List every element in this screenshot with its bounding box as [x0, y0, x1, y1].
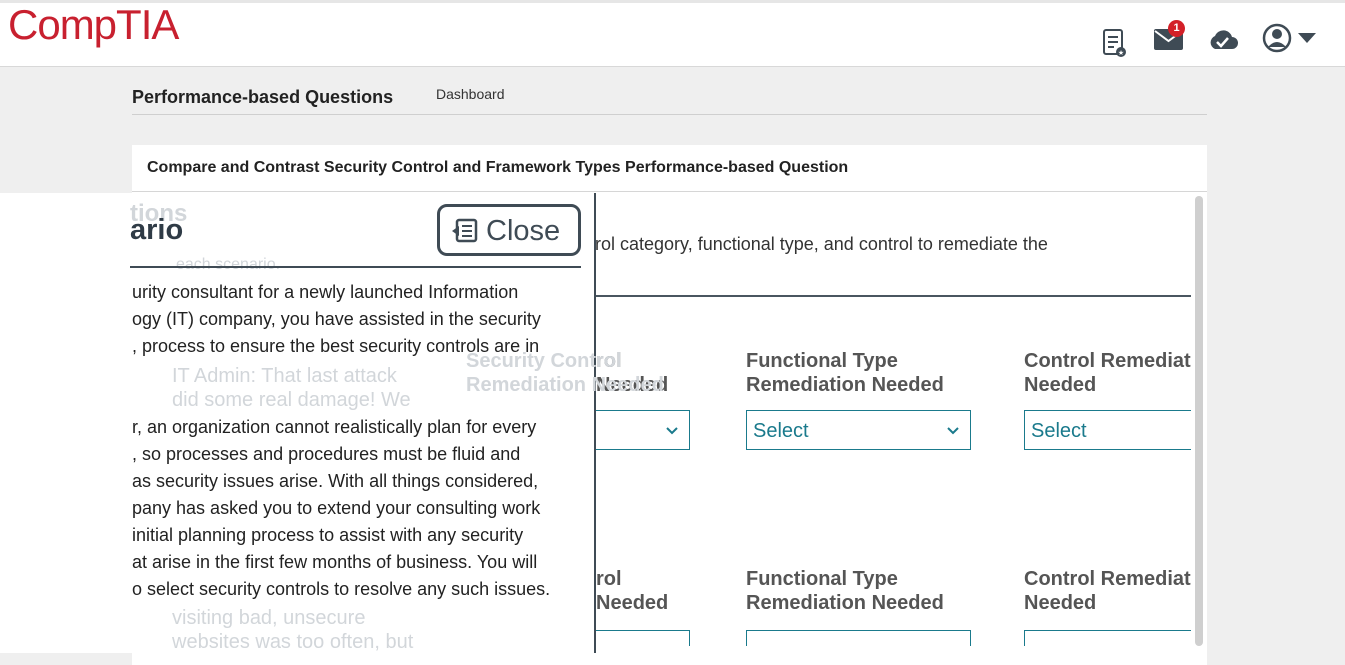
heading-line: Remediation Needed [746, 592, 944, 614]
scenario-line: , so processes and procedures must be fl… [132, 444, 521, 464]
divider [596, 295, 1191, 297]
cloud-check-icon[interactable] [1207, 27, 1239, 51]
scenario-line: o select security controls to resolve an… [132, 579, 551, 599]
scenario-line: r, an organization cannot realistically … [132, 417, 537, 437]
heading-line: Remediation Needed [746, 374, 944, 396]
row2-col2-heading: Functional Type Remediation Needed [746, 567, 944, 615]
breadcrumb: Performance-based Questions Dashboard [132, 80, 1207, 115]
ghost-line: did some real damage! We [172, 389, 411, 411]
scenario-line: initial planning process to assist with … [132, 525, 524, 545]
row1-control-select[interactable]: Select [1024, 410, 1191, 450]
scenario-panel [0, 193, 596, 653]
ghost-line: IT Admin: That last attack [172, 365, 397, 387]
select-value: Select [753, 420, 809, 442]
ghost-line: websites was too often, but [172, 631, 414, 653]
svg-text:★: ★ [1118, 49, 1124, 57]
row2-col1-heading: rol Needed [596, 567, 668, 615]
scenario-paragraph-1: urity consultant for a newly launched In… [132, 279, 541, 360]
row2-col3-heading: Control Remediat Needed [1024, 567, 1191, 615]
top-bar: CompTIA® ★ 1 [0, 0, 1345, 67]
question-title: Compare and Contrast Security Control an… [147, 159, 849, 176]
comptia-logo[interactable]: CompTIA® [8, 0, 186, 49]
scenario-title: ario [130, 214, 184, 246]
user-icon[interactable] [1262, 23, 1292, 53]
question-header: Compare and Contrast Security Control an… [132, 145, 1207, 192]
heading-line: rol [596, 350, 622, 372]
scenario-line: at arise in the first few months of busi… [132, 552, 538, 572]
ghost-dialog: IT Admin: That last attack did some real… [172, 364, 411, 412]
heading-line: Needed [1024, 592, 1097, 614]
row1-col2-heading: Functional Type Remediation Needed [746, 349, 944, 397]
scenario-line: , process to ensure the best security co… [132, 336, 540, 356]
logo-text: CompTIA [8, 1, 179, 48]
chevron-down-icon [666, 427, 678, 435]
close-panel-icon [452, 218, 478, 243]
mail-badge: 1 [1168, 20, 1185, 37]
scenario-line: ogy (IT) company, you have assisted in t… [132, 309, 541, 329]
ghost-line: Remediation Needed [466, 374, 664, 396]
close-button[interactable]: Close [437, 204, 581, 256]
scenario-line: urity consultant for a newly launched In… [132, 282, 519, 302]
heading-line: Needed [596, 592, 669, 614]
row2-category-select[interactable] [596, 630, 690, 646]
heading-line: Control Remediat [1024, 568, 1191, 590]
row1-functional-type-select[interactable]: Select [746, 410, 971, 450]
ghost-heading: tions [130, 200, 188, 227]
row1-col1-heading: rol Needed [596, 349, 668, 397]
scrollbar[interactable] [1195, 196, 1203, 646]
row2-functional-type-select[interactable] [746, 630, 971, 646]
heading-line: Functional Type [746, 568, 898, 590]
close-label: Close [486, 215, 561, 247]
heading-line: Control Remediat [1024, 350, 1191, 372]
instructions-text: trol category, functional type, and cont… [590, 234, 1048, 254]
ghost-dialog: visiting bad, unsecure websites was too … [172, 606, 413, 654]
row2-control-select[interactable] [1024, 630, 1191, 646]
scenario-line: as security issues arise. With all thing… [132, 471, 539, 491]
scenario-line: pany has asked you to extend your consul… [132, 498, 541, 518]
ghost-line: Security Control [466, 350, 622, 372]
heading-line: Functional Type [746, 350, 898, 372]
ghost-column-heading: Security Control Remediation Needed [466, 349, 664, 397]
notes-icon[interactable]: ★ [1102, 28, 1128, 58]
row1-col3-heading: Control Remediat Needed [1024, 349, 1191, 397]
dashboard-link[interactable]: Dashboard [436, 86, 505, 102]
chevron-down-icon [947, 427, 959, 435]
scenario-divider [130, 266, 581, 268]
caret-down-icon[interactable] [1298, 33, 1316, 43]
heading-line: Needed [596, 374, 669, 396]
ghost-instruction: each scenario. [176, 256, 281, 273]
heading-line: rol [596, 568, 622, 590]
heading-line: Needed [1024, 374, 1097, 396]
row1-category-select[interactable] [596, 410, 690, 450]
ghost-line: visiting bad, unsecure [172, 607, 366, 629]
scenario-paragraph-2: r, an organization cannot realistically … [132, 414, 550, 603]
select-value: Select [1031, 420, 1087, 442]
page-title: Performance-based Questions [132, 87, 394, 107]
